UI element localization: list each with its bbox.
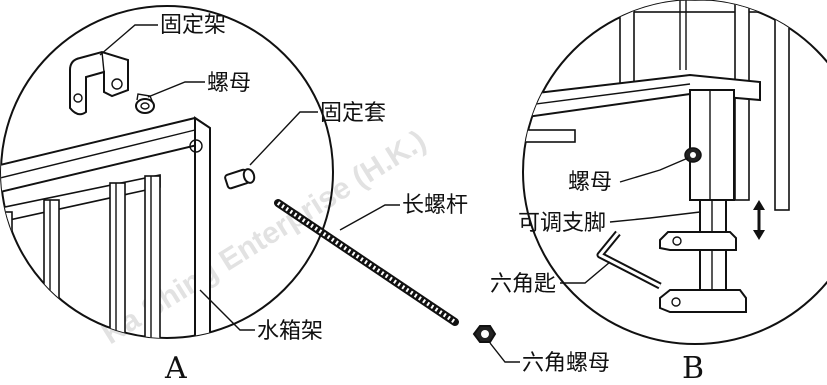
long-screw-rod: [274, 199, 459, 326]
leaders-a: [99, 24, 520, 363]
detail-circle-a: [0, 5, 334, 339]
hex-nut-part: [472, 325, 497, 343]
label-hex-key: 六角匙: [490, 272, 556, 297]
label-tank-rack: 水箱架: [257, 319, 323, 344]
label-hex-nut: 六角螺母: [522, 351, 610, 376]
label-fixing-sleeve: 固定套: [320, 101, 386, 126]
label-fixing-bracket: 固定架: [160, 13, 226, 38]
panel-letter-b: B: [682, 351, 704, 385]
nut-b-part: [684, 147, 702, 163]
rack-hole: [189, 139, 203, 153]
panel-letter-a: A: [164, 351, 187, 385]
label-adjustable-leg: 可调支脚: [518, 211, 606, 236]
label-nut-b: 螺母: [568, 170, 612, 195]
hex-key-tool: [596, 230, 662, 290]
detail-circle-b: [522, 0, 827, 345]
fixing-bracket: [69, 50, 129, 116]
label-long-screw-rod: 长螺杆: [402, 193, 468, 218]
up-down-arrow-icon: [753, 200, 765, 240]
fixing-sleeve-part: [224, 168, 256, 190]
nut-a-part: [135, 93, 155, 114]
leaders-b: [560, 157, 701, 284]
tank-rack-frame: [1, 116, 211, 338]
label-nut-a: 螺母: [207, 71, 251, 96]
adjustable-leg-assembly: [523, 0, 827, 313]
